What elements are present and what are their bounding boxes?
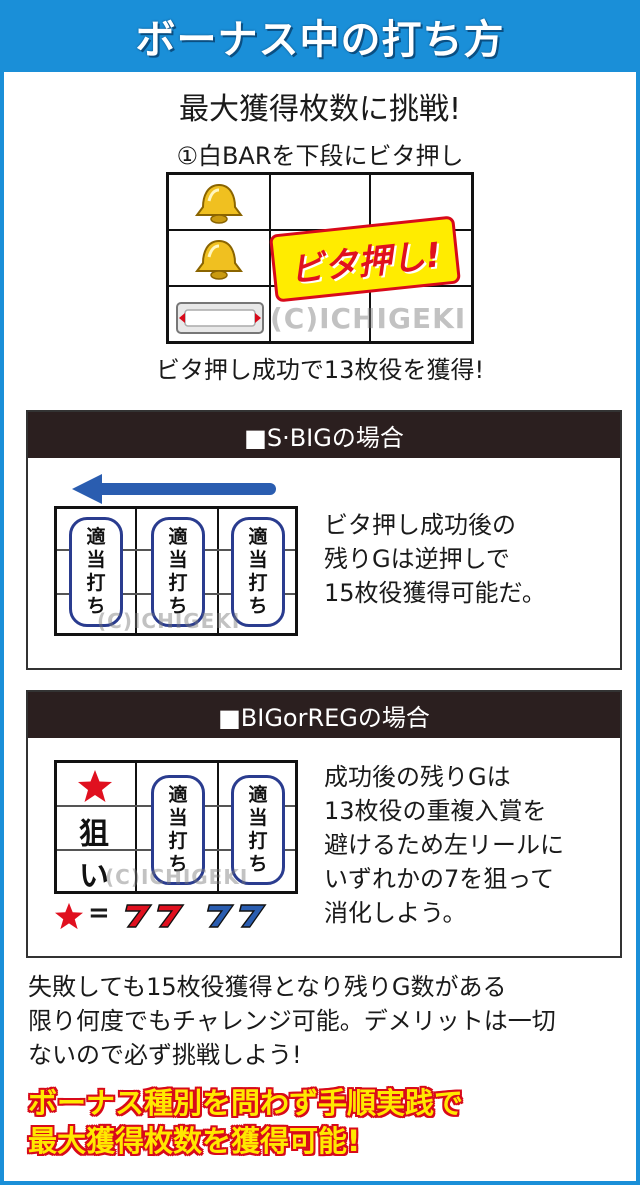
text-line: 成功後の残りGは (324, 763, 511, 791)
text-line: 失敗しても15枚役獲得となり残りG数がある (28, 973, 507, 1001)
tekito-char: ち (86, 595, 106, 617)
tekito-char: 打 (86, 572, 106, 594)
text-line: 限り何度でもチャレンジ可能。デメリットは一切 (28, 1007, 556, 1035)
tekito-char: 適 (168, 784, 188, 806)
tekito-char: 適 (86, 526, 106, 548)
tekito-char: 当 (248, 549, 268, 571)
tekito-char: 当 (168, 549, 188, 571)
section-sbig: ■S·BIGの場合 適 当 打 ち 適 当 打 ち 適 当 打 ち (C)ICH… (26, 410, 622, 670)
caption-result: ビタ押し成功で13枚役を獲得! (155, 356, 485, 384)
star-icon (78, 770, 112, 802)
bell-icon (195, 183, 243, 224)
text-line: 残りGは逆押しで (324, 545, 510, 573)
title-bar: ボーナス中の打ち方 (0, 0, 640, 72)
white-bar-icon (176, 302, 264, 334)
text-line: 避けるため左リールに (324, 831, 564, 859)
text-line: いずれかの7を狙って (324, 865, 555, 893)
tekito-char: 当 (168, 807, 188, 829)
text-line: ないので必ず挑戦しよう! (28, 1041, 302, 1069)
watermark: (C)ICHIGEKI (97, 609, 241, 633)
tekito-char: 打 (168, 572, 188, 594)
blue-seven-icon (206, 904, 267, 928)
bell-icon (195, 239, 243, 280)
text-line: ボーナス種別を問わず手順実践で (28, 1086, 464, 1120)
text-line: ビタ押し成功後の (324, 511, 516, 539)
watermark: (C)ICHIGEKI (105, 865, 249, 889)
reel-divider (269, 175, 271, 341)
section-sbig-text: ビタ押し成功後の 残りGは逆押しで 15枚役獲得可能だ。 (324, 508, 614, 610)
text-line: 13枚役の重複入賞を (324, 797, 547, 825)
emphasis-callout: ボーナス種別を問わず手順実践で 最大獲得枚数を獲得可能! (28, 1084, 628, 1160)
text-line: 最大獲得枚数を獲得可能! (28, 1124, 361, 1158)
section-bigreg: ■BIGorREGの場合 狙 い 適 当 打 ち 適 当 打 ち (C)ICHI… (26, 690, 622, 958)
reel-diagram-sbig: 適 当 打 ち 適 当 打 ち 適 当 打 ち (C)ICHIGEKI (54, 506, 298, 636)
section-bigreg-text: 成功後の残りGは 13枚役の重複入賞を 避けるため左リールに いずれかの7を狙っ… (324, 760, 620, 930)
tekito-uchi-badge: 適 当 打 ち (69, 517, 123, 627)
headline: 最大獲得枚数に挑戦! (178, 92, 462, 127)
tekito-char: ち (168, 853, 188, 875)
tekito-char: ち (168, 595, 188, 617)
legend-equals: = (88, 898, 110, 928)
watermark: (C)ICHIGEKI (270, 302, 467, 335)
reel-divider (135, 763, 137, 891)
red-seven-icon (124, 904, 185, 928)
bita-oshi-label: ビタ押し! (287, 234, 443, 291)
text-line: 消化しよう。 (324, 899, 467, 927)
footer-note: 失敗しても15枚役獲得となり残りG数がある 限り何度でもチャレンジ可能。デメリッ… (28, 970, 618, 1072)
tekito-char: 打 (248, 830, 268, 852)
star-icon (55, 902, 83, 930)
page-title: ボーナス中の打ち方 (135, 17, 505, 63)
tekito-char: ち (248, 595, 268, 617)
reel-divider (217, 763, 219, 891)
nerai-char: 狙 (79, 817, 109, 852)
tekito-uchi-badge: 適 当 打 ち (151, 517, 205, 627)
reel-divider (135, 509, 137, 633)
tekito-char: 打 (248, 572, 268, 594)
reel-divider (217, 509, 219, 633)
tekito-char: 当 (248, 807, 268, 829)
tekito-char: 打 (168, 830, 188, 852)
reel-diagram-bigreg: 狙 い 適 当 打 ち 適 当 打 ち (C)ICHIGEKI (54, 760, 298, 894)
tekito-char: 適 (248, 784, 268, 806)
text-line: 15枚役獲得可能だ。 (324, 579, 546, 607)
tekito-char: ち (248, 853, 268, 875)
tekito-char: 適 (168, 526, 188, 548)
tekito-uchi-badge: 適 当 打 ち (231, 775, 285, 885)
tekito-uchi-badge: 適 当 打 ち (151, 775, 205, 885)
step-instruction: ①白BARを下段にビタ押し (176, 142, 464, 170)
section-sbig-heading: ■S·BIGの場合 (28, 412, 620, 458)
tekito-uchi-badge: 適 当 打 ち (231, 517, 285, 627)
tekito-char: 当 (86, 549, 106, 571)
left-arrow-icon (72, 474, 276, 504)
nerai-char: い (79, 859, 109, 894)
reel-diagram-main (166, 172, 474, 344)
tekito-char: 適 (248, 526, 268, 548)
section-bigreg-heading: ■BIGorREGの場合 (28, 692, 620, 738)
